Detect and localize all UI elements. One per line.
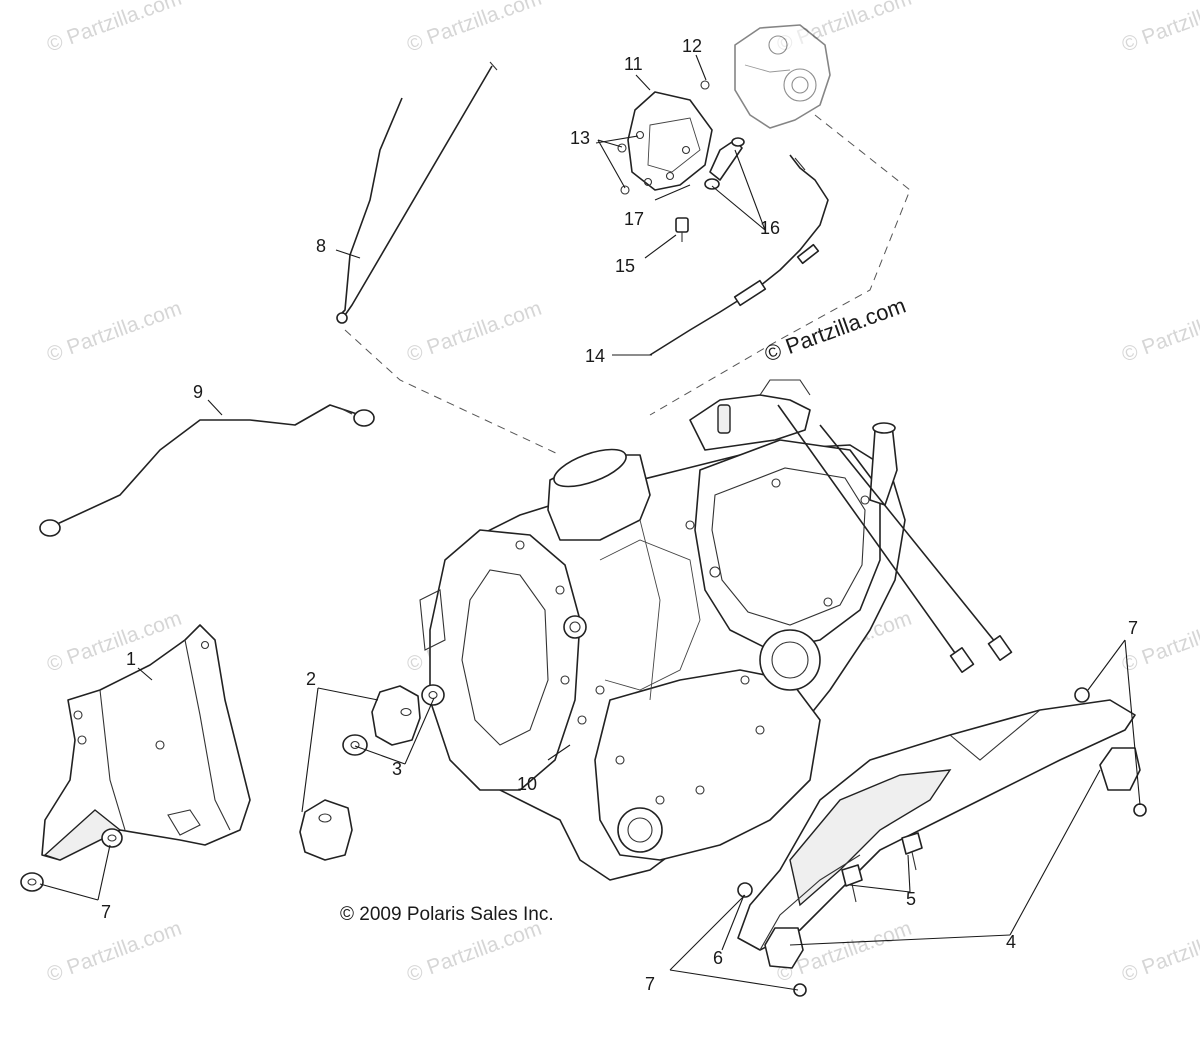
nuts-left — [20, 828, 123, 892]
callout-1: 1 — [126, 649, 136, 669]
watermark: © Partzilla.com — [404, 297, 545, 367]
spark-plug-wire — [39, 404, 375, 537]
rubber-isolators — [299, 685, 421, 861]
rear-mount-crossmember — [737, 687, 1147, 997]
dipstick-tube — [336, 61, 498, 324]
callout-7-left: 7 — [101, 902, 111, 922]
callout-6: 6 — [713, 948, 723, 968]
watermark: © Partzilla.com — [1119, 0, 1200, 57]
watermark: © Partzilla.com — [44, 0, 185, 57]
sensor — [675, 217, 689, 242]
bolts — [841, 832, 923, 903]
callout-17: 17 — [624, 209, 644, 229]
throttle-cable — [649, 154, 829, 356]
watermark: © Partzilla.com — [404, 0, 545, 57]
partzilla-brand-label: © Partzilla.com — [761, 293, 909, 367]
watermark: © Partzilla.com — [44, 917, 185, 987]
leader-lines — [39, 54, 1141, 991]
callout-16: 16 — [760, 218, 780, 238]
cover-plate — [617, 80, 713, 195]
watermark: © Partzilla.com — [1119, 297, 1200, 367]
watermark: © Partzilla.com — [404, 917, 545, 987]
callout-11: 11 — [624, 54, 643, 74]
breather-tubes — [777, 404, 1013, 674]
callout-labels: 1 2 3 4 5 6 7 7 7 8 9 10 11 12 13 14 15 … — [101, 36, 1138, 994]
callout-12: 12 — [682, 36, 702, 56]
callout-13: 13 — [570, 128, 590, 148]
breather-hose — [704, 137, 745, 190]
callout-8: 8 — [316, 236, 326, 256]
watermark: © Partzilla.com — [1119, 917, 1200, 987]
callout-7-bottom: 7 — [645, 974, 655, 994]
callout-3: 3 — [392, 759, 402, 779]
callout-15: 15 — [615, 256, 635, 276]
callout-2: 2 — [306, 669, 316, 689]
throttle-body — [734, 24, 831, 129]
watermark: © Partzilla.com — [44, 297, 185, 367]
callout-10: 10 — [517, 774, 537, 794]
callout-5: 5 — [906, 889, 916, 909]
callout-4: 4 — [1006, 932, 1016, 952]
callout-9: 9 — [193, 382, 203, 402]
callout-14: 14 — [585, 346, 605, 366]
copyright-notice: © 2009 Polaris Sales Inc. — [340, 904, 554, 925]
washers — [342, 684, 445, 756]
callout-7-right: 7 — [1128, 618, 1138, 638]
reference-lines — [344, 114, 911, 456]
